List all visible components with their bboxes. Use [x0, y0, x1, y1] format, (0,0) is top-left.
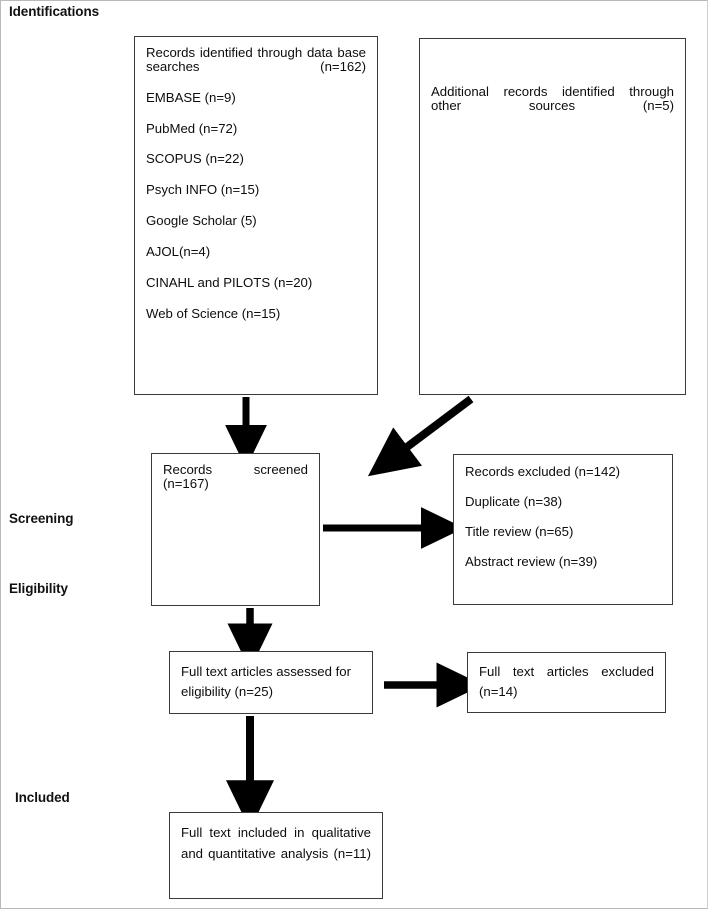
stage-label-eligibility: Eligibility — [9, 581, 68, 596]
node-records-identified: Records identified through data base sea… — [134, 36, 378, 395]
records-identified-line-0: Records identified through data base sea… — [146, 45, 366, 74]
records-identified-line-7: CINAHL and PILOTS (n=20) — [146, 274, 313, 290]
node-records-screened: Records screened (n=167) — [151, 453, 320, 606]
node-records-excluded: Records excluded (n=142) Duplicate (n=38… — [453, 454, 673, 605]
records-identified-line-1: EMBASE (n=9) — [146, 89, 236, 105]
fulltext-excluded-line-0: Full text articles excluded (n=14) — [479, 664, 654, 700]
records-excluded-line-3: Abstract review (n=39) — [465, 553, 598, 569]
records-excluded-line-0: Records excluded (n=142) — [465, 464, 621, 479]
node-fulltext-assessed: Full text articles assessed for eligibil… — [169, 651, 373, 714]
records-identified-line-2: PubMed (n=72) — [146, 120, 238, 136]
records-screened-line-0: Records screened (n=167) — [163, 462, 308, 491]
stage-label-identification: Identifications — [9, 4, 100, 19]
node-fulltext-included: Full text included in qualitative and qu… — [169, 812, 383, 899]
records-identified-line-5: Google Scholar (5) — [146, 213, 257, 229]
records-excluded-line-2: Title review (n=65) — [465, 523, 574, 539]
fulltext-included-line-0: Full text included in qualitative and qu… — [181, 825, 371, 862]
records-identified-line-6: AJOL(n=4) — [146, 244, 211, 260]
arrow-additional-to-screened — [367, 395, 474, 477]
additional-records-line-0: Additional records identified through ot… — [431, 84, 674, 113]
node-fulltext-excluded: Full text articles excluded (n=14) — [467, 652, 666, 713]
records-identified-line-3: SCOPUS (n=22) — [146, 151, 244, 167]
records-identified-line-4: Psych INFO (n=15) — [146, 182, 260, 198]
records-identified-line-8: Web of Science (n=15) — [146, 305, 281, 321]
stage-label-included: Included — [15, 790, 70, 805]
node-additional-records: Additional records identified through ot… — [419, 38, 686, 395]
fulltext-assessed-line-0: Full text articles assessed for eligibil… — [181, 664, 352, 700]
stage-label-screening: Screening — [9, 511, 74, 526]
records-excluded-line-1: Duplicate (n=38) — [465, 493, 563, 509]
